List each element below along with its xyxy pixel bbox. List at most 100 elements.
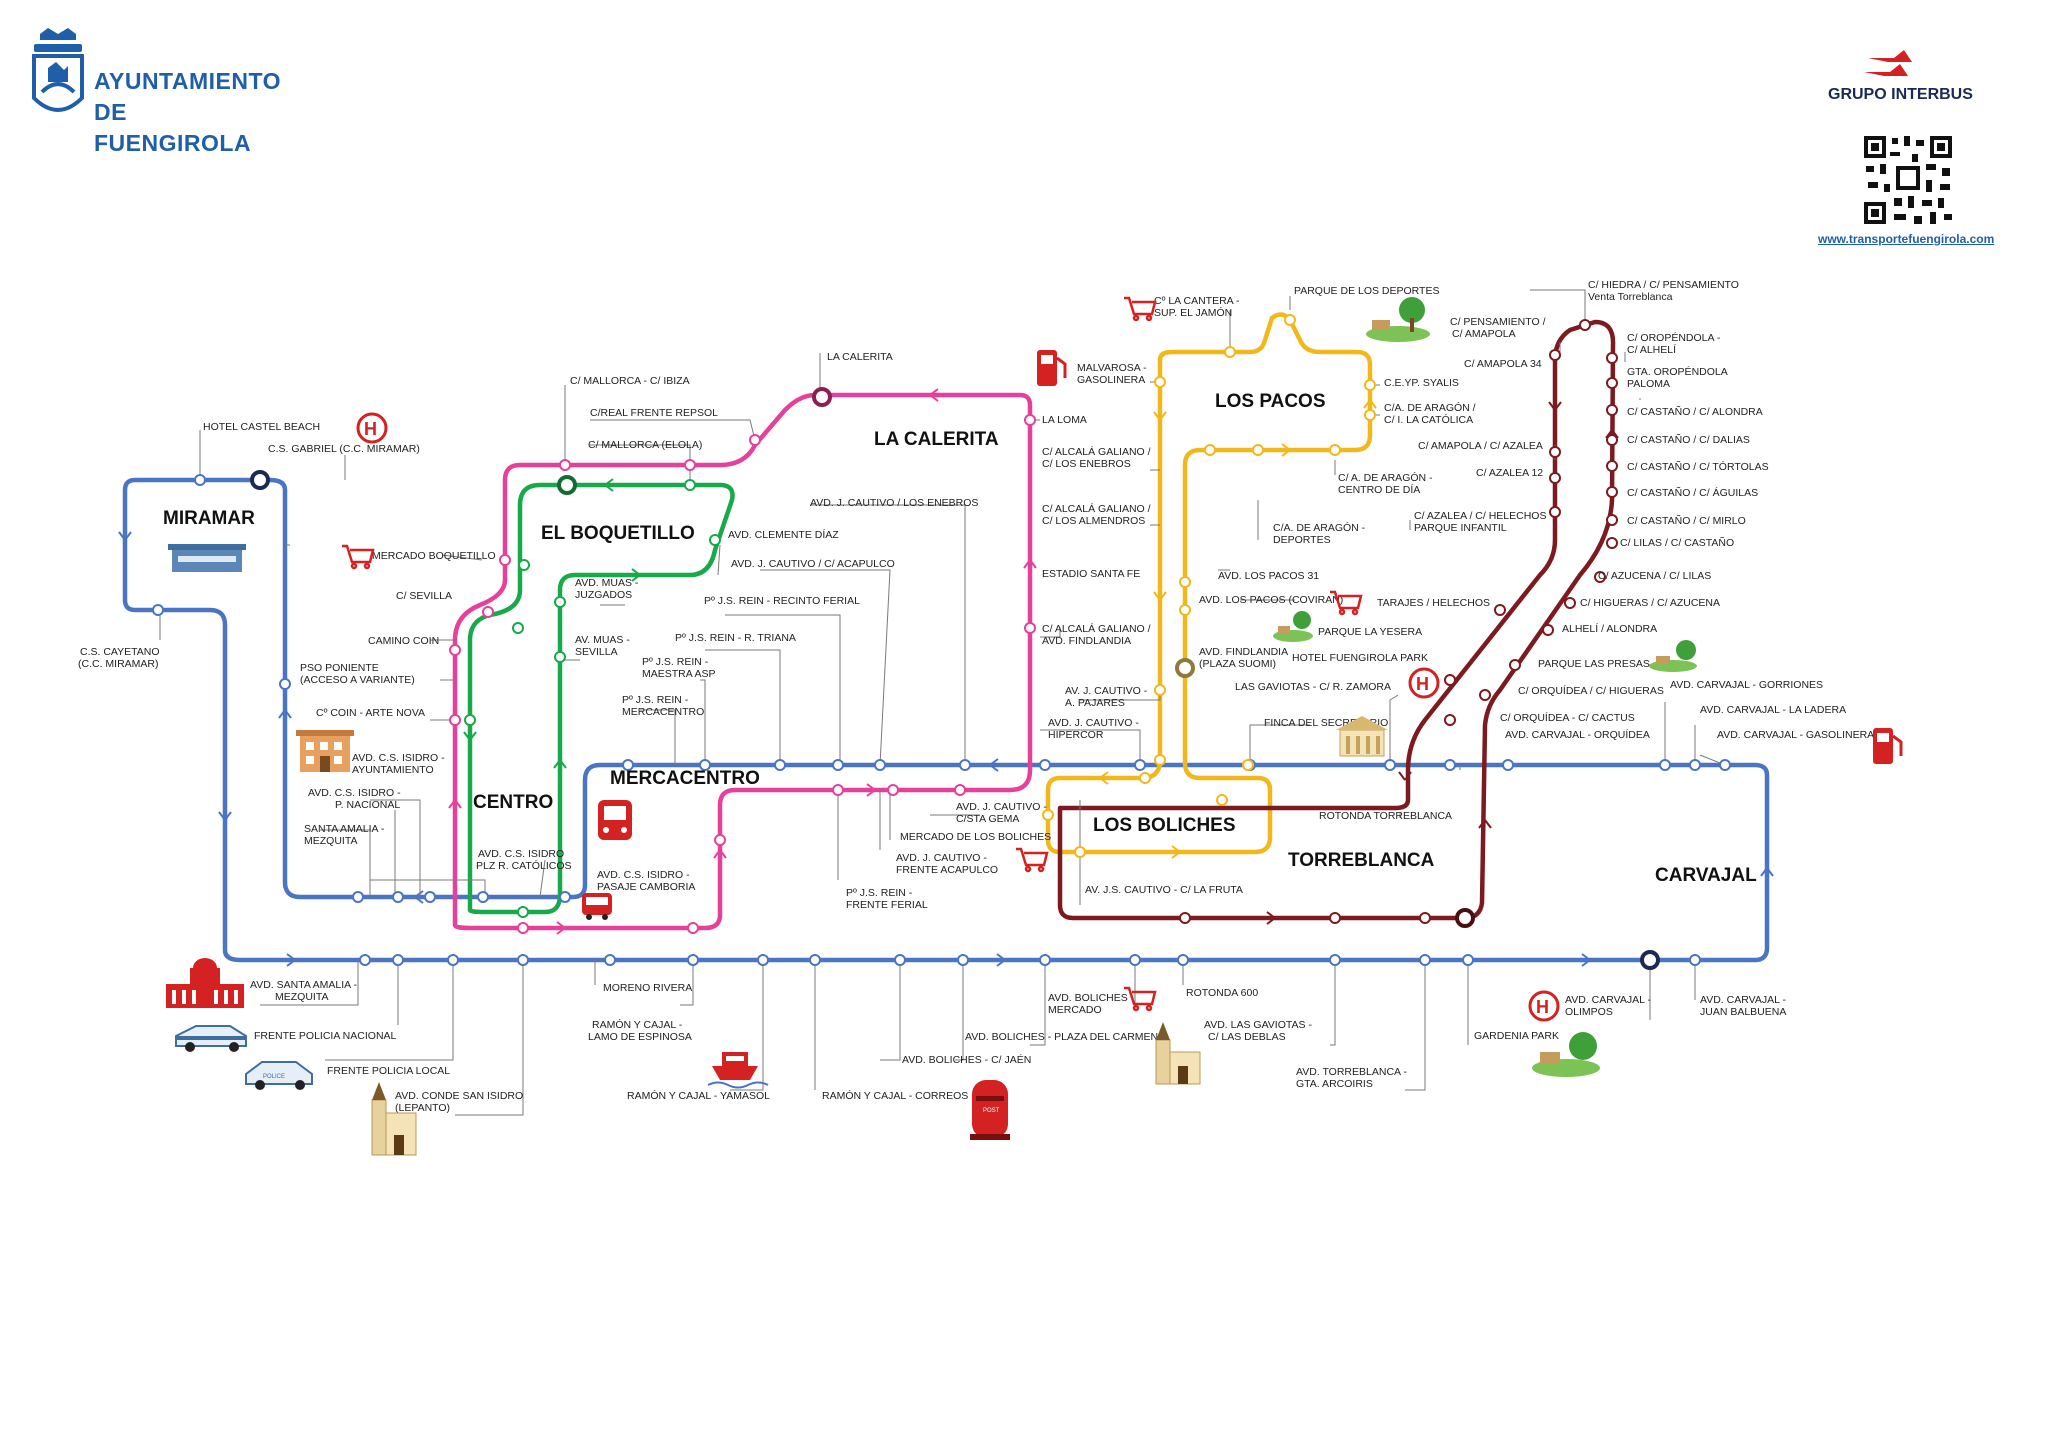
stop-label: AVD. BOLICHES - C/ JAÉN [902,1053,1031,1066]
stop-label: C/A. DE ARAGÓN /C/ I. LA CATÓLICA [1384,401,1476,426]
stop-label: HOTEL FUENGIROLA PARK [1292,652,1428,664]
pictograms: H H H [166,296,1903,1156]
stop-label: AVD. LOS PACOS 31 [1218,570,1319,582]
stop-label: AVD. CLEMENTE DÍAZ [728,528,839,541]
stop-label: AVD. J. CAUTIVO / LOS ENEBROS [810,497,978,509]
interbus-arrow-icon [1864,50,1912,76]
postbox-icon: POST [970,1080,1010,1140]
stop-label: AV. MUAS -SEVILLA [575,634,630,658]
train-icon [598,800,632,840]
hub-la-calerita [812,387,832,407]
stop-label: C/ OROPÉNDOLA -C/ ALHELÍ [1627,331,1721,356]
stop-label: C/ A. DE ARAGÓN -CENTRO DE DÍA [1338,471,1433,496]
zone-label: CARVAJAL [1655,865,1757,886]
stop-label: C/ LILAS / C/ CASTAÑO [1620,536,1734,549]
stop-label: GARDENIA PARK [1474,1030,1559,1042]
pink-route-line [452,392,1033,931]
fuel-pump-icon [1037,350,1903,764]
stop-label: ROTONDA 600 [1186,987,1258,999]
svg-text:POST: POST [983,1108,1000,1114]
stop-label: AV. J.S. CAUTIVO - C/ LA FRUTA [1085,884,1243,896]
stop-label: LAS GAVIOTAS - C/ R. ZAMORA [1235,681,1391,693]
stop-label: AVD. J. CAUTIVO -FRENTE ACAPULCO [896,852,998,876]
stop-label: C/ MALLORCA (ELOLA) [588,439,702,451]
stop-label: FRENTE POLICIA LOCAL [327,1065,450,1077]
stop-label: C/ CASTAÑO / C/ TÓRTOLAS [1627,460,1769,473]
stop-label: Pº J.S. REIN - R. TRIANA [675,632,796,644]
stop-label: Pº J.S. REIN -FRENTE FERIAL [846,887,928,911]
park-icon [1649,640,1697,672]
stop-label: C/ CASTAÑO / C/ DALIAS [1627,433,1750,446]
stop-label: AVD. TORREBLANCA -GTA. ARCOIRIS [1296,1066,1407,1090]
stop-label: C/ SEVILLA [396,590,452,602]
green-route-line [467,482,735,915]
stop-label: C/ HIGUERAS / C/ AZUCENA [1580,597,1720,609]
stop-label: ALHELÍ / ALONDRA [1562,622,1657,635]
hub-carvajal [1640,950,1660,970]
coat-of-arms-icon [32,28,84,112]
stop-label: CAMINO COIN [368,635,439,647]
stop-markers [152,314,1731,970]
stop-label: C.S. CAYETANO(C.C. MIRAMAR) [78,646,160,670]
blue-route-line [122,477,1770,963]
hub-findlandia [1175,658,1195,678]
stop-label: Cº COIN - ARTE NOVA [316,707,425,719]
stop-label: AVD. CARVAJAL - GASOLINERA [1717,729,1874,741]
stop-label: AVD. LOS PACOS (COVIRAN) [1199,594,1343,606]
stop-label: PARQUE LAS PRESAS [1538,658,1650,670]
stop-label: TARAJES / HELECHOS [1377,597,1490,609]
bus-icon [582,893,612,920]
police-car-icon [175,1025,247,1052]
stop-label: AVD. MUAS -JUZGADOS [575,577,639,601]
direction-arrows [118,388,1774,967]
stop-label: C/ AMAPOLA 34 [1464,358,1542,370]
park-icon [1366,297,1430,342]
zone-label: EL BOQUETILLO [541,523,695,544]
stop-label: C.S. GABRIEL (C.C. MIRAMAR) [268,443,420,455]
stop-label: AVD. CARVAJAL - ORQUÍDEA [1505,728,1650,741]
hub-miramar [250,470,270,490]
stop-label: C/ ALCALÁ GALIANO /AVD. FINDLANDIA [1042,622,1151,647]
stop-label: ROTONDA TORREBLANCA [1319,810,1452,822]
hospital-icon: H [1408,667,1440,699]
stop-label: AVD. SANTA AMALIA -MEZQUITA [250,979,357,1003]
shopping-cart-icon [342,296,1363,1012]
stop-label: AVD. C.S. ISIDRO -AYUNTAMIENTO [352,752,445,776]
stop-label: AV. J. CAUTIVO -A. PAJARES [1065,685,1148,709]
stop-label: FRENTE POLICIA NACIONAL [254,1030,397,1042]
stop-label: AVD. CONDE SAN ISIDRO(LEPANTO) [395,1090,523,1114]
stop-label: MORENO RIVERA [603,982,692,994]
stop-label: AVD. J. CAUTIVO -C/STA GEMA [956,801,1047,825]
stop-label: PARQUE LA YESERA [1318,626,1422,638]
svg-text:H: H [364,419,377,439]
stop-label: SANTA AMALIA -MEZQUITA [304,823,385,847]
yellow-route-line [1045,312,1373,855]
stop-label: Pº J.S. REIN -MAESTRA ASP [642,656,716,680]
stop-label: AVD. C.S. ISIDRO -P. NACIONAL [308,787,401,811]
town-hall-icon [296,730,354,772]
stop-label: RAMÓN Y CAJAL -LAMO DE ESPINOSA [588,1018,692,1043]
stop-label: AVD. CARVAJAL -OLIMPOS [1565,994,1651,1018]
stop-label: ESTADIO SANTA FE [1042,568,1140,580]
website-link[interactable]: www.transportefuengirola.com [1818,232,1995,246]
stop-label: C/ AZUCENA / C/ LILAS [1598,570,1711,582]
stop-label: Pº J.S. REIN - RECINTO FERIAL [704,595,860,607]
stop-label: AVD. CARVAJAL - LA LADERA [1700,704,1846,716]
municipality-name: AYUNTAMIENTO DE FUENGIROLA [94,68,282,156]
stop-label: C/ ORQUÍDEA / C/ HIGUERAS [1518,684,1664,697]
qr-code-icon[interactable] [1860,132,1956,228]
stop-label: C/ ORQUÍDEA - C/ CACTUS [1500,711,1635,724]
stop-label: AVD. BOLICHES - PLAZA DEL CARMEN [965,1031,1158,1043]
hub-boquetillo [557,475,577,495]
stop-label: PSO PONIENTE(ACCESO A VARIANTE) [300,662,415,686]
zone-label: MERCACENTRO [610,768,760,789]
stop-label: MALVAROSA -GASOLINERA [1077,362,1147,386]
museum-icon [1336,716,1388,757]
zone-label: LA CALERITA [874,429,999,450]
church-icon [1155,1022,1201,1085]
